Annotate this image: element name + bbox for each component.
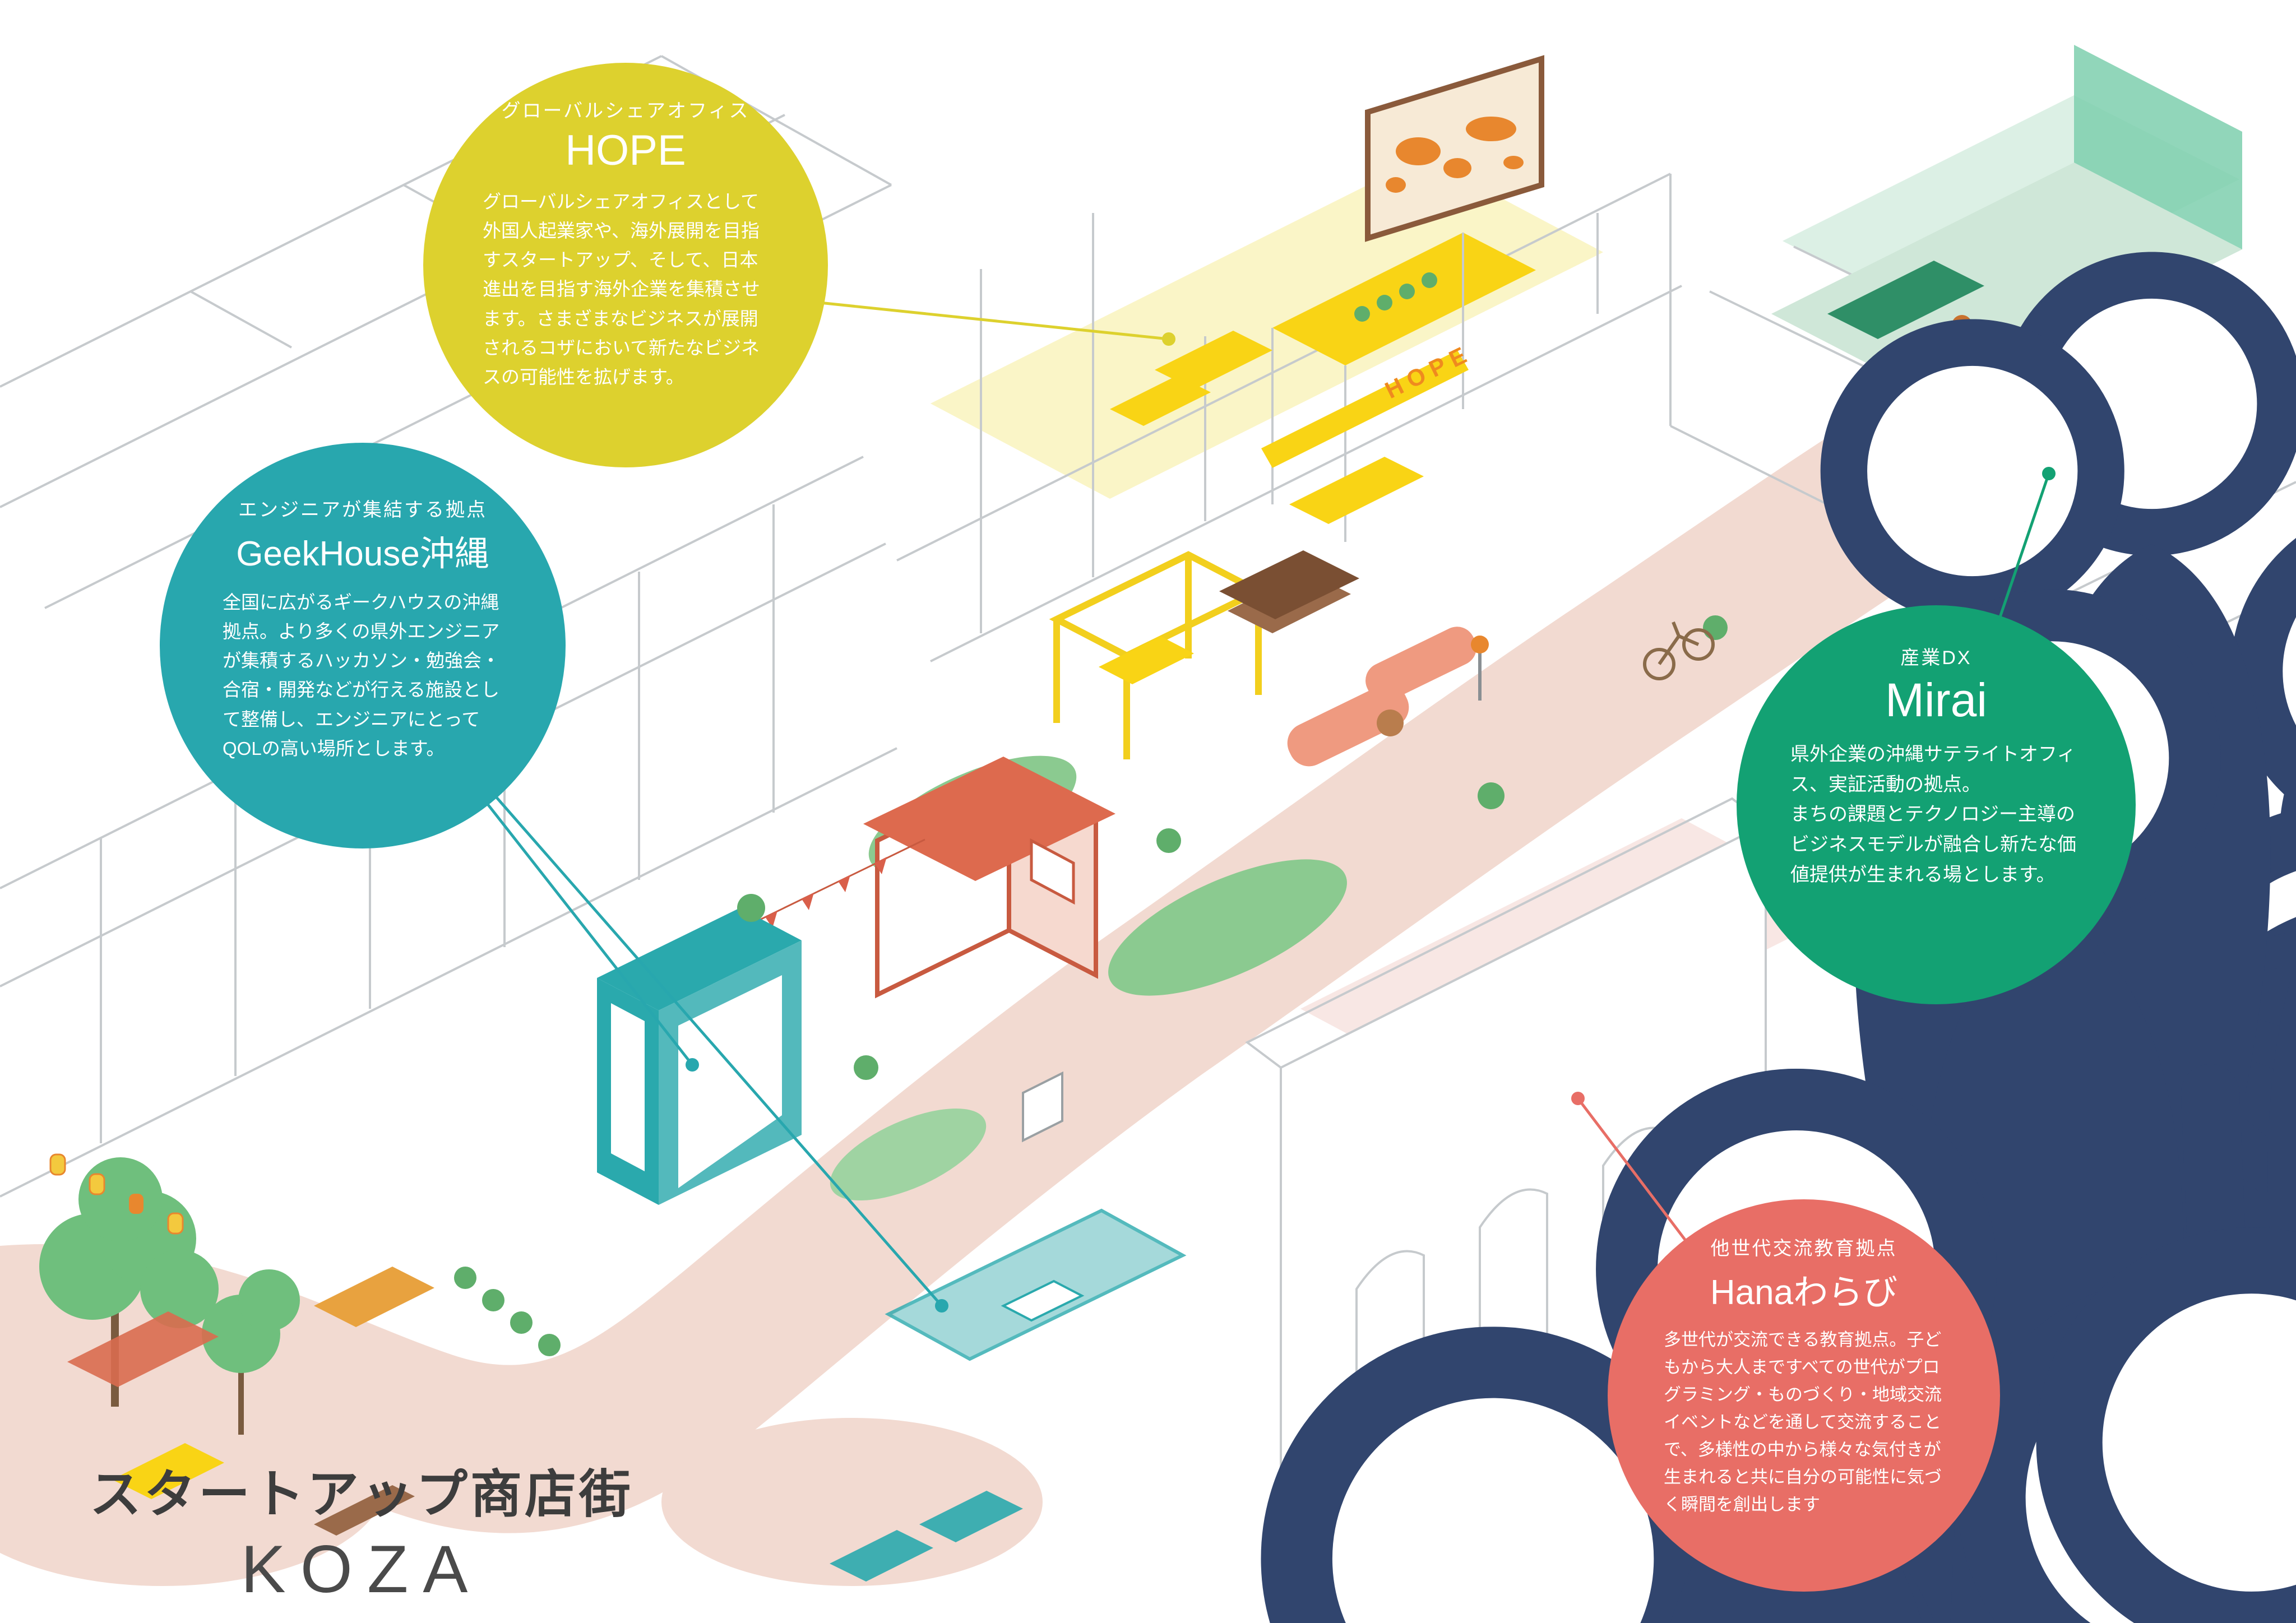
teal-table [919, 1491, 1023, 1542]
connector-geekhouse-b [495, 796, 943, 1307]
connector-geekhouse-a [487, 803, 693, 1066]
connector-hope [819, 301, 1169, 341]
grass-patch [1108, 859, 1347, 996]
bench [314, 1485, 415, 1536]
red-hut [863, 757, 1115, 999]
callout-mirai-title: Mirai [1885, 674, 1987, 726]
lanterns [49, 1153, 184, 1235]
callout-hope-body: グローバルシェアオフィスとして外国人起業家や、海外展開を目指すスタートアップ、そ… [483, 191, 760, 387]
brand-block: スタートアップ商店街 KOZA [78, 1453, 645, 1608]
world-map-art [1365, 55, 1544, 242]
market-stall [314, 1267, 434, 1327]
teal-roof [885, 1208, 1187, 1361]
callout-geekhouse-body: 全国に広がるギークハウスの沖縄拠点。より多くの県外エンジニアが集積するハッカソン… [223, 592, 500, 759]
connector-geekhouse-a-dot [686, 1058, 699, 1072]
sofa [1287, 684, 1409, 767]
brand-subtitle: KOZA [240, 1532, 483, 1607]
callout-hope-title: HOPE [565, 127, 686, 174]
connectors [487, 301, 2056, 1313]
callout-geekhouse-label: エンジニアが集結する拠点 [238, 499, 487, 521]
street-structures [597, 550, 1489, 1361]
rooftop-deck [1272, 233, 1536, 365]
callout-hana-title: Hanaわらび [1710, 1273, 1898, 1312]
callout-geekhouse-title: GeekHouse沖縄 [236, 535, 489, 573]
connector-hana-dot [1571, 1092, 1585, 1105]
mirai-zone [1771, 45, 2242, 401]
grass-patch [830, 1108, 987, 1201]
callout-geekhouse: エンジニアが集結する拠点 GeekHouse沖縄 全国に広がるギークハウスの沖縄… [160, 443, 566, 848]
bicycle [1643, 621, 1715, 680]
sign-board [1022, 1071, 1063, 1143]
connector-hope-dot [1162, 332, 1175, 346]
connector-hana [1577, 1097, 1686, 1241]
teal-table [830, 1530, 933, 1582]
callout-hana: 他世代交流教育拠点 Hanaわらび 多世代が交流できる教育拠点。子どもから大人ま… [1608, 1199, 2000, 1592]
market-stall [67, 1311, 219, 1387]
connector-mirai [1998, 473, 2050, 618]
callout-hana-body: 多世代が交流できる教育拠点。子どもから大人まですべての世代がプログラミング・もの… [1664, 1330, 1942, 1514]
callout-mirai-label: 産業DX [1900, 647, 1972, 669]
callout-mirai: 産業DX Mirai 県外企業の沖縄サテライトオフィス、実証活動の拠点。 まちの… [1737, 605, 2136, 1004]
connector-mirai-dot [2042, 467, 2056, 480]
brand-title: スタートアップ商店街 [89, 1466, 633, 1523]
awning [1261, 350, 1469, 468]
callout-hana-label: 他世代交流教育拠点 [1710, 1238, 1897, 1259]
callout-hope: グローバルシェアオフィス HOPE グローバルシェアオフィスとして外国人起業家や… [423, 63, 828, 467]
callout-mirai-body: 県外企業の沖縄サテライトオフィス、実証活動の拠点。 まちの課題とテクノロジー主導… [1790, 744, 2076, 885]
connector-geekhouse-b-dot [935, 1299, 948, 1313]
sofa [1365, 627, 1476, 702]
yellow-table [112, 1443, 224, 1499]
hope-building: HOPE [1110, 55, 1544, 542]
greenery-and-market [39, 615, 1728, 1582]
callout-hope-label: グローバルシェアオフィス [501, 100, 750, 122]
teal-gate [597, 908, 802, 1205]
